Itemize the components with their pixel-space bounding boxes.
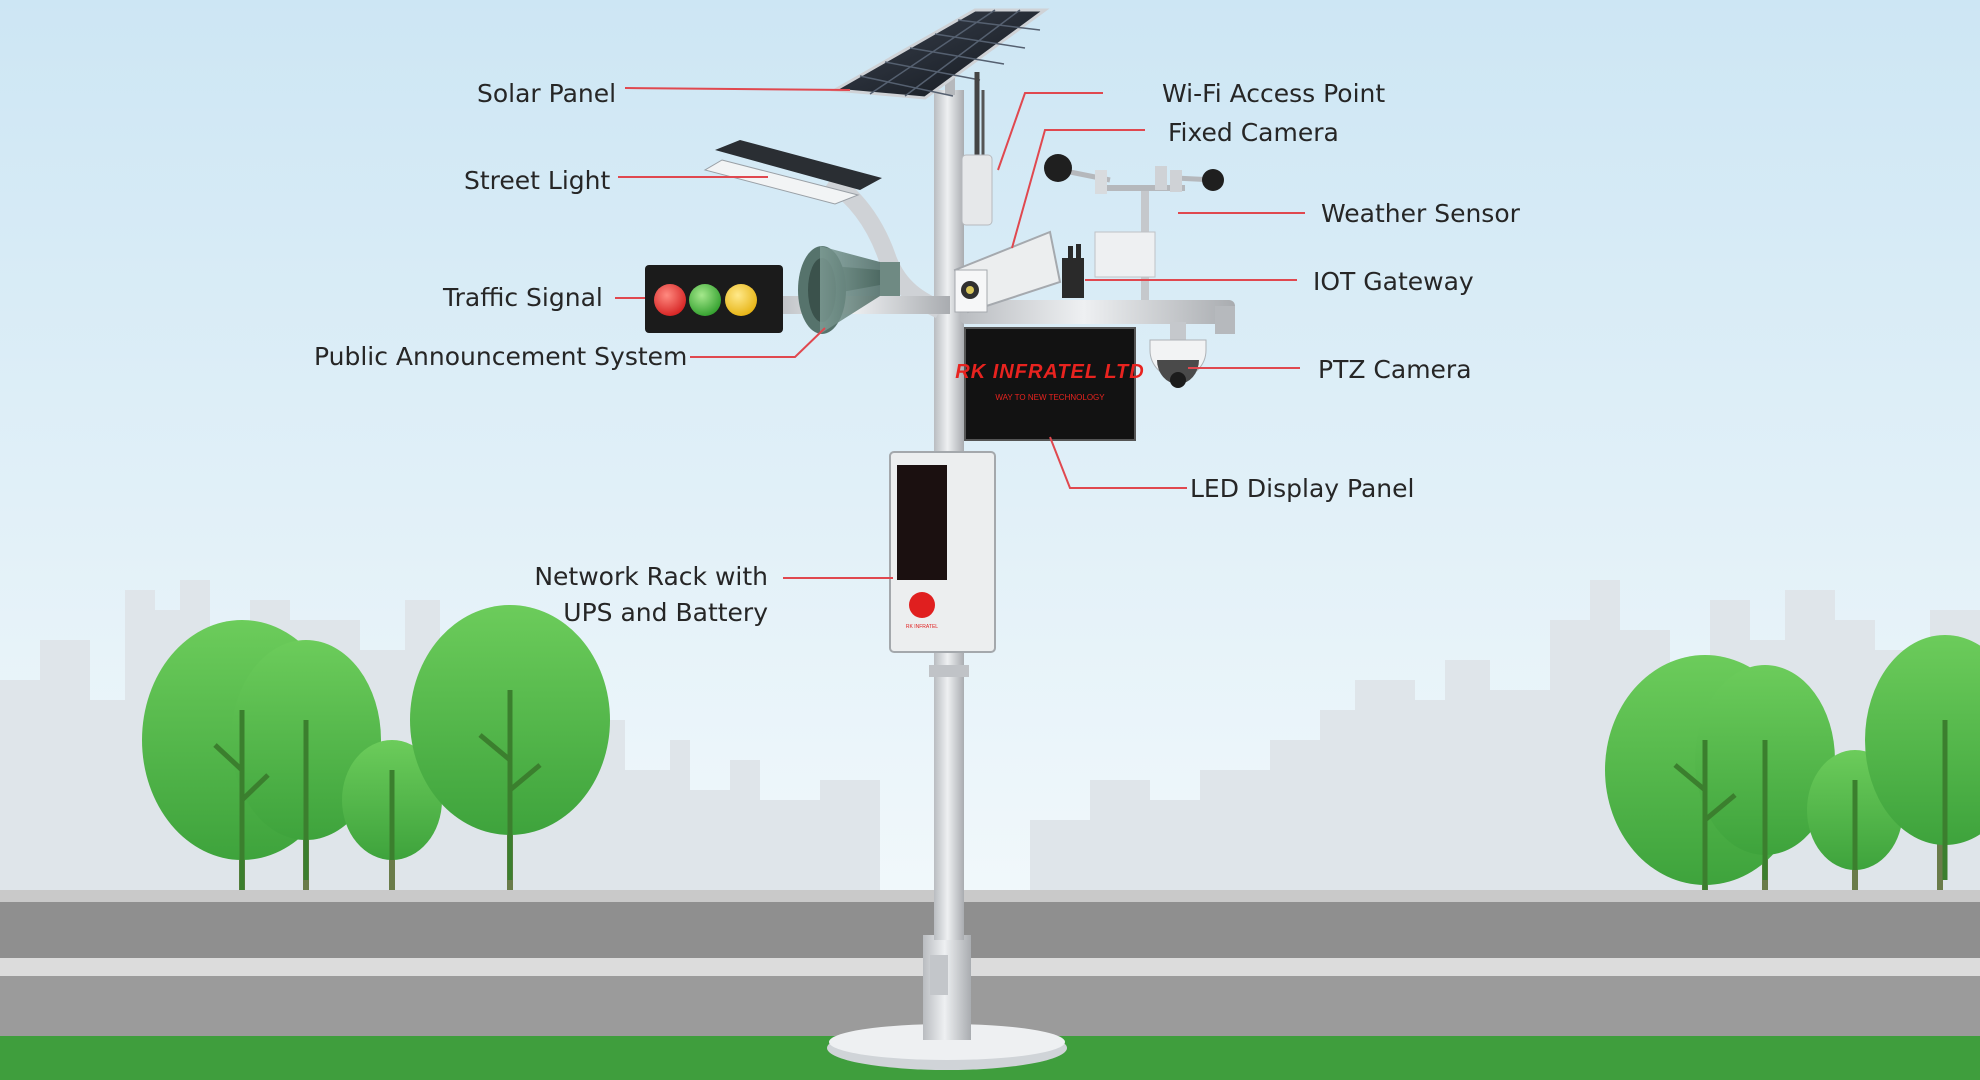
solar-panel-icon: [830, 8, 1050, 100]
rack-logo-text: RK INFRATEL: [906, 624, 938, 630]
traffic-signal-icon: [645, 265, 783, 333]
fixed-camera-icon: [953, 230, 1062, 314]
leader-led-display: [1049, 436, 1187, 489]
label-public-announcement: Public Announcement System: [314, 342, 688, 371]
iot-gateway-icon: [1062, 244, 1084, 298]
label-fixed-camera: Fixed Camera: [1168, 118, 1339, 147]
trees-left: [142, 605, 610, 920]
led-display-panel: RK INFRATEL LTD WAY TO NEW TECHNOLOGY: [955, 327, 1144, 441]
leader-lines: [615, 87, 1305, 579]
leader-public-announcement: [690, 327, 826, 358]
rack-logo-icon: [909, 592, 935, 618]
led-tagline-text: WAY TO NEW TECHNOLOGY: [995, 393, 1105, 402]
label-street-light: Street Light: [464, 166, 611, 195]
label-weather-sensor: Weather Sensor: [1321, 199, 1520, 228]
pole-base: [827, 935, 1067, 1070]
led-brand-text: RK INFRATEL LTD: [955, 361, 1144, 383]
label-wifi-access-point: Wi-Fi Access Point: [1162, 79, 1386, 108]
label-traffic-signal: Traffic Signal: [443, 283, 603, 312]
label-solar-panel: Solar Panel: [477, 79, 617, 108]
megaphone-icon: [798, 246, 900, 334]
leader-solar-panel: [624, 87, 851, 91]
label-network-rack-line2: UPS and Battery: [563, 598, 768, 628]
wifi-antenna-icon: [961, 72, 993, 226]
label-network-rack-line1: Network Rack with: [534, 562, 768, 591]
network-rack: RK INFRATEL: [889, 451, 996, 653]
leader-wifi: [997, 92, 1103, 171]
trees-right: [1605, 635, 1980, 920]
leader-fixed-camera: [1011, 129, 1145, 249]
label-led-display-panel: LED Display Panel: [1190, 474, 1415, 503]
label-network-rack: Network Rack with UPS and Battery: [520, 559, 768, 632]
label-ptz-camera: PTZ Camera: [1318, 355, 1472, 384]
road: [0, 890, 1980, 1036]
label-iot-gateway: IOT Gateway: [1313, 267, 1474, 296]
